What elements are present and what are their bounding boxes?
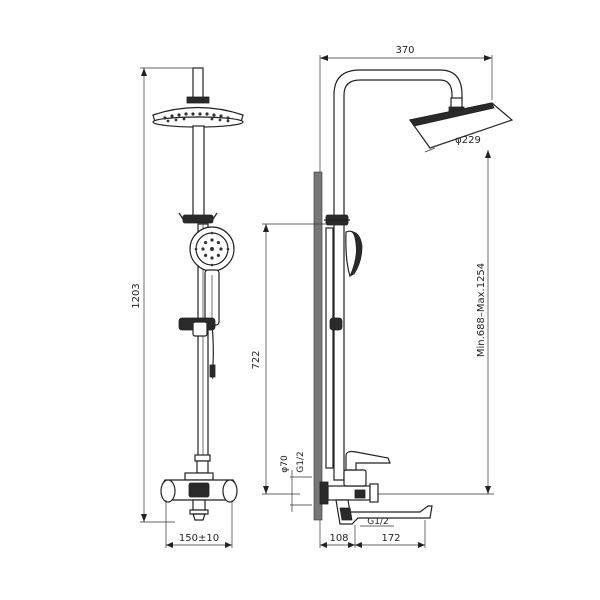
hand-shower-side — [345, 230, 363, 278]
head-diameter-label: φ229 — [455, 135, 481, 146]
hand-shower-handle — [204, 269, 220, 326]
valve-height-label: 722 — [251, 350, 262, 369]
side-view: 370 φ229 — [251, 45, 514, 548]
bottom-dimensions: 108 172 — [319, 520, 426, 548]
overall-height-dimension: 1203 — [131, 67, 200, 523]
riser-pipe-upper — [192, 125, 205, 222]
spout: G1/2 — [335, 499, 433, 527]
mixer-body-front — [160, 472, 238, 521]
holder-side — [329, 317, 343, 331]
mixer-body-side — [319, 450, 391, 505]
top-riser-connector — [192, 67, 204, 99]
arm-reach-dimension: 370 — [319, 45, 493, 172]
inlet-dimension: φ70 G1/2 — [280, 451, 312, 512]
overall-height-label: 1203 — [131, 283, 142, 308]
outlet-thread-label: G1/2 — [367, 517, 388, 527]
hand-shower-holder — [178, 317, 216, 337]
wall-section — [313, 171, 323, 521]
adjustable-height-dimension: Min.688–Max.1254 — [362, 150, 494, 495]
adjustable-height-label: Min.688–Max.1254 — [476, 263, 487, 357]
side-spacing-label: 150±10 — [179, 533, 219, 544]
slide-bar-side — [325, 227, 334, 469]
inlet-thread-label: G1/2 — [296, 451, 306, 472]
diverter-side — [324, 214, 350, 226]
hand-shower-head — [189, 226, 235, 272]
valve-height-dimension: 722 — [251, 223, 330, 495]
wall-to-outlet-label: 108 — [329, 533, 348, 544]
spout-length-label: 172 — [381, 533, 400, 544]
arm-reach-label: 370 — [395, 45, 414, 56]
front-view: 1203 — [131, 67, 244, 548]
side-spacing-dimension: 150±10 — [165, 500, 233, 548]
overhead-head-side: φ229 — [408, 102, 514, 153]
diverter-knob — [178, 212, 218, 224]
overhead-shower-head — [152, 96, 244, 128]
inlet-diameter-label: φ70 — [280, 455, 290, 473]
